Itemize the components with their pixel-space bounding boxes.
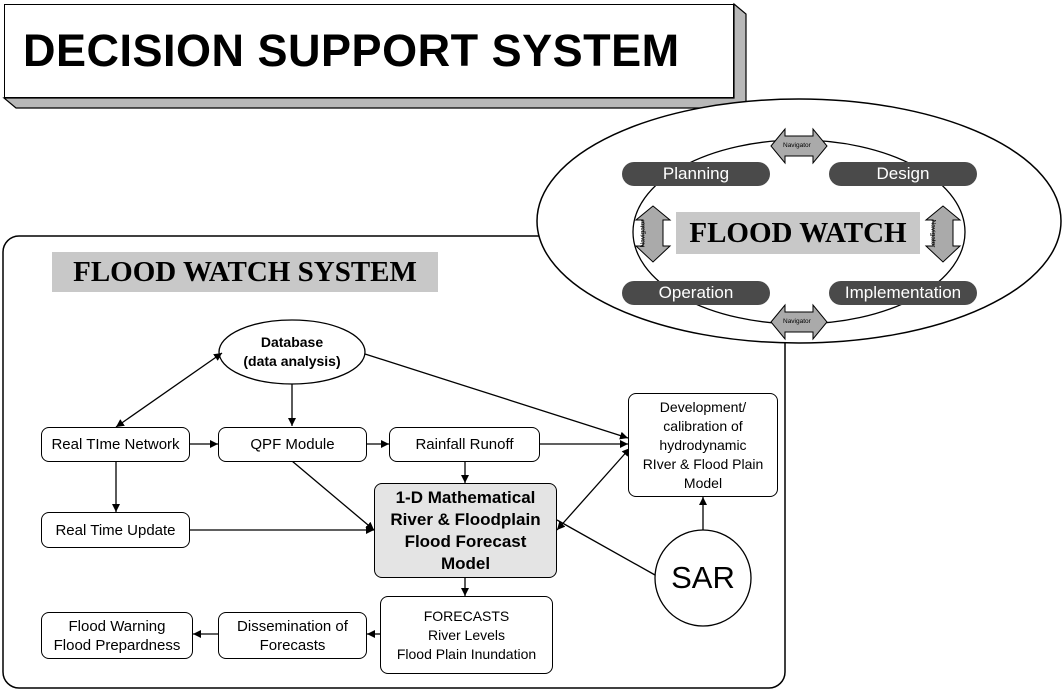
qpf-module-node: QPF Module <box>218 427 367 462</box>
forecasts-label: FORECASTS River Levels Flood Plain Inund… <box>396 607 537 662</box>
rainfall-runoff-label: Rainfall Runoff <box>415 436 514 453</box>
system-title: FLOOD WATCH SYSTEM <box>73 255 417 288</box>
qpf-module-label: QPF Module <box>250 436 335 453</box>
phase-operation: Operation <box>622 281 770 305</box>
arrow-db-development <box>364 353 629 440</box>
navigator-arrow-top <box>770 127 828 165</box>
dissemination-node: Dissemination of Forecasts <box>218 612 367 659</box>
arrow-qpf-model <box>291 460 375 531</box>
system-container <box>2 235 786 689</box>
rainfall-runoff-node: Rainfall Runoff <box>389 427 540 462</box>
navigator-arrow-right <box>924 205 962 263</box>
navigator-label-bottom: Navigator <box>783 318 811 325</box>
navigator-arrow-bottom <box>770 303 828 341</box>
development-node: Development/ calibration of hydrodynamic… <box>628 393 778 497</box>
page-title: DECISION SUPPORT SYSTEM <box>23 25 680 76</box>
forecasts-node: FORECASTS River Levels Flood Plain Inund… <box>380 596 553 674</box>
sar-label: SAR <box>671 560 735 595</box>
forecast-model-label: 1-D Mathematical River & Floodplain Floo… <box>390 487 541 573</box>
real-time-network-node: Real TIme Network <box>41 427 190 462</box>
sar-node: SAR <box>655 530 751 626</box>
cycle-center-label: FLOOD WATCH <box>676 212 920 254</box>
real-time-network-label: Real TIme Network <box>51 436 180 453</box>
dissemination-label: Dissemination of Forecasts <box>237 617 348 654</box>
navigator-arrow-left <box>634 205 672 263</box>
real-time-update-label: Real Time Update <box>55 521 176 539</box>
title-box: DECISION SUPPORT SYSTEM <box>4 4 734 98</box>
navigator-label-right: Navigator <box>929 219 937 248</box>
database-node: Database (data analysis) <box>222 322 362 382</box>
database-label: Database (data analysis) <box>243 334 341 369</box>
cycle-center-text: FLOOD WATCH <box>689 216 907 249</box>
development-label: Development/ calibration of hydrodynamic… <box>642 398 764 491</box>
navigator-label-left: Navigator <box>639 219 647 248</box>
forecast-model-node: 1-D Mathematical River & Floodplain Floo… <box>374 483 557 578</box>
arrow-model-development <box>556 447 631 531</box>
navigator-label-top: Navigator <box>783 142 811 149</box>
flood-warning-label: Flood Warning Flood Prepardness <box>53 617 181 654</box>
real-time-update-node: Real Time Update <box>41 512 190 548</box>
line-sar-model <box>556 519 656 576</box>
title-box-shadow <box>2 2 747 109</box>
phase-implementation: Implementation <box>829 281 977 305</box>
flood-warning-node: Flood Warning Flood Prepardness <box>41 612 193 659</box>
phase-planning: Planning <box>622 162 770 186</box>
phase-design: Design <box>829 162 977 186</box>
arrow-db-network <box>115 352 223 428</box>
system-title-label: FLOOD WATCH SYSTEM <box>52 252 438 292</box>
